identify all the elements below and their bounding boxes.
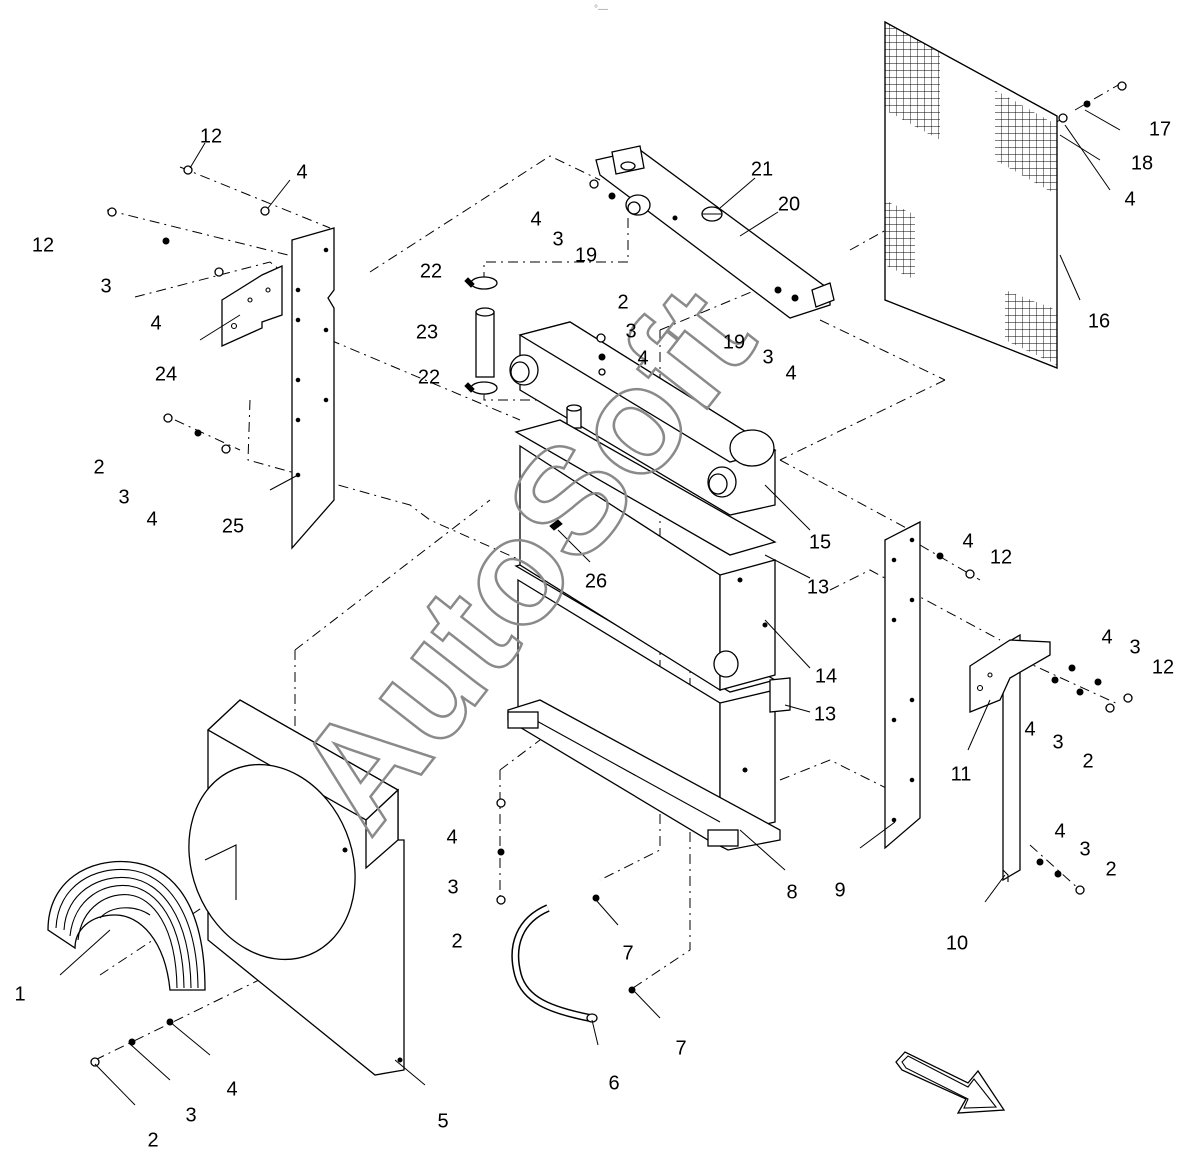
part-callout: 4 bbox=[637, 347, 648, 369]
part-callout: 4 bbox=[1101, 626, 1112, 648]
part-callout: 11 bbox=[951, 763, 972, 785]
part-callout: 22 bbox=[418, 366, 440, 388]
right-side-plate bbox=[884, 520, 921, 850]
part-callout: 7 bbox=[622, 942, 633, 964]
header-mark: °― bbox=[594, 4, 608, 15]
part-callout: 3 bbox=[762, 346, 773, 368]
part-callout: 25 bbox=[222, 515, 244, 537]
part-callout: 3 bbox=[1052, 731, 1063, 753]
part-callout: 2 bbox=[617, 291, 628, 313]
mesh-screen bbox=[884, 20, 1058, 369]
part-callout: 6 bbox=[608, 1072, 619, 1094]
part-callout: 19 bbox=[723, 331, 745, 353]
part-callout: 2 bbox=[1105, 858, 1116, 880]
left-side-plate bbox=[291, 227, 335, 550]
fan-shroud bbox=[188, 699, 405, 1076]
part-callout: 5 bbox=[437, 1110, 448, 1132]
part-callout: 3 bbox=[552, 228, 563, 250]
part-callout: 17 bbox=[1149, 118, 1171, 140]
part-callout: 20 bbox=[778, 193, 800, 215]
overflow-hose bbox=[511, 904, 598, 1023]
part-callout: 18 bbox=[1131, 152, 1153, 174]
part-callout: 4 bbox=[296, 161, 307, 183]
part-callout: 26 bbox=[585, 570, 607, 592]
drain-valve bbox=[549, 519, 591, 563]
part-callout: 12 bbox=[32, 234, 54, 256]
part-callout: 24 bbox=[155, 363, 177, 385]
hose-and-clamps bbox=[464, 276, 498, 395]
part-callout: 3 bbox=[447, 876, 458, 898]
part-callout: 10 bbox=[946, 932, 968, 954]
part-callout: 3 bbox=[185, 1104, 196, 1126]
part-callout: 14 bbox=[815, 665, 837, 687]
part-callout: 4 bbox=[962, 530, 973, 552]
part-callout: 2 bbox=[93, 456, 104, 478]
part-callout: 3 bbox=[118, 486, 129, 508]
small-bracket-24 bbox=[221, 264, 283, 348]
part-callout: 16 bbox=[1088, 310, 1110, 332]
part-callout: 2 bbox=[147, 1129, 158, 1151]
part-callout: 4 bbox=[785, 362, 796, 384]
part-callout: 15 bbox=[809, 531, 831, 553]
fan-guard bbox=[47, 860, 206, 991]
part-callout: 19 bbox=[575, 244, 597, 266]
part-callout: 4 bbox=[1124, 188, 1135, 210]
part-callout: 9 bbox=[834, 879, 845, 901]
direction-arrow bbox=[895, 1051, 1006, 1114]
part-callout: 3 bbox=[625, 320, 636, 342]
part-callout: 1 bbox=[14, 983, 25, 1005]
charge-air-tank bbox=[509, 321, 777, 516]
part-callout: 2 bbox=[451, 930, 462, 952]
part-callout: 2 bbox=[1082, 750, 1093, 772]
part-callout: 13 bbox=[807, 576, 829, 598]
part-callout: 3 bbox=[1079, 838, 1090, 860]
part-callout: 4 bbox=[1024, 718, 1035, 740]
right-bracket bbox=[969, 633, 1051, 882]
part-callout: 4 bbox=[1054, 820, 1065, 842]
part-callout: 23 bbox=[416, 321, 438, 343]
part-callout: 4 bbox=[446, 826, 457, 848]
part-callout: 4 bbox=[530, 208, 541, 230]
part-callout: 3 bbox=[100, 275, 111, 297]
fasteners bbox=[90, 81, 1133, 1067]
part-callout: 3 bbox=[1129, 636, 1140, 658]
part-callout: 12 bbox=[200, 125, 222, 147]
part-callout: 4 bbox=[150, 312, 161, 334]
part-callout: 4 bbox=[146, 508, 157, 530]
part-callout: 12 bbox=[1152, 656, 1174, 678]
part-callout: 4 bbox=[226, 1078, 237, 1100]
part-callout: 8 bbox=[786, 881, 797, 903]
part-callout: 13 bbox=[814, 703, 836, 725]
part-callout: 21 bbox=[751, 158, 773, 180]
part-callout: 7 bbox=[675, 1037, 686, 1059]
leader-lines bbox=[59, 109, 1121, 1106]
part-callout: 12 bbox=[990, 546, 1012, 568]
lower-radiator-core bbox=[507, 578, 791, 851]
upper-cooler-core bbox=[519, 444, 776, 692]
top-pipe-assembly bbox=[595, 145, 835, 319]
part-callout: 22 bbox=[420, 260, 442, 282]
